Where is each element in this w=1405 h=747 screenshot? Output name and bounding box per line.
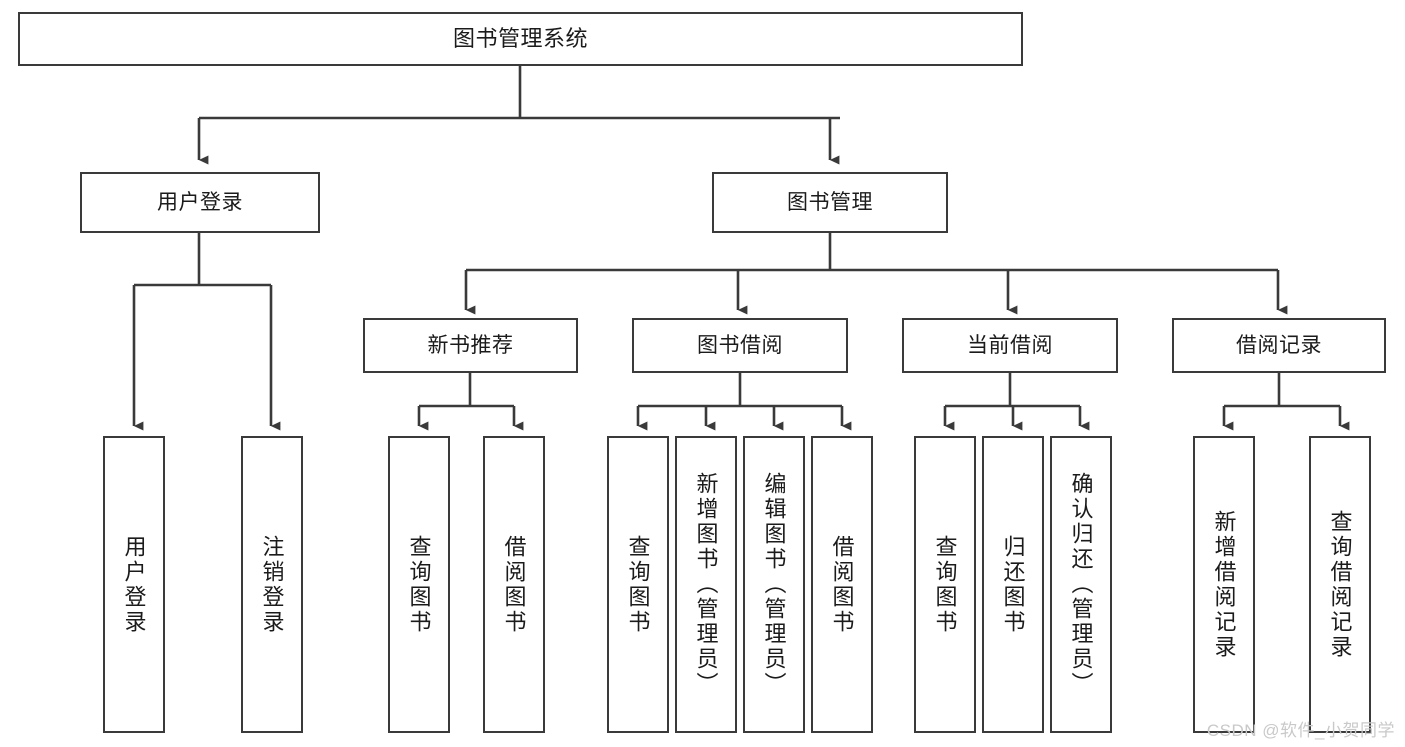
- node-label: 用户登录: [121, 534, 147, 635]
- leaf-query-book-1[interactable]: 查询图书: [388, 436, 450, 733]
- node-label: 查询图书: [932, 534, 958, 635]
- node-label: 确认归还（管理员）: [1068, 472, 1094, 697]
- leaf-add-record[interactable]: 新增借阅记录: [1193, 436, 1255, 733]
- node-label: 新增图书（管理员）: [693, 472, 719, 697]
- node-borrow-record[interactable]: 借阅记录: [1172, 318, 1386, 373]
- node-label: 借阅图书: [829, 534, 855, 635]
- node-book-borrow[interactable]: 图书借阅: [632, 318, 848, 373]
- node-label: 新增借阅记录: [1211, 509, 1237, 660]
- leaf-confirm-return[interactable]: 确认归还（管理员）: [1050, 436, 1112, 733]
- node-user-login[interactable]: 用户登录: [80, 172, 320, 233]
- leaf-return-book[interactable]: 归还图书: [982, 436, 1044, 733]
- node-label: 借阅图书: [501, 534, 527, 635]
- node-label: 借阅记录: [1236, 333, 1322, 357]
- node-book-management-system[interactable]: 图书管理系统: [18, 12, 1023, 66]
- node-new-book-recommend[interactable]: 新书推荐: [363, 318, 578, 373]
- node-label: 用户登录: [157, 190, 243, 214]
- leaf-borrow-book-1[interactable]: 借阅图书: [483, 436, 545, 733]
- node-label: 新书推荐: [427, 333, 514, 357]
- leaf-borrow-book-2[interactable]: 借阅图书: [811, 436, 873, 733]
- node-label: 查询图书: [625, 534, 651, 635]
- node-label: 当前借阅: [967, 333, 1053, 357]
- node-label: 注销登录: [259, 534, 285, 635]
- node-current-borrow[interactable]: 当前借阅: [902, 318, 1118, 373]
- leaf-query-book-2[interactable]: 查询图书: [607, 436, 669, 733]
- leaf-query-book-3[interactable]: 查询图书: [914, 436, 976, 733]
- node-label: 查询图书: [406, 534, 432, 635]
- node-label: 图书管理: [787, 190, 873, 214]
- node-label: 图书管理系统: [452, 25, 588, 51]
- leaf-query-record[interactable]: 查询借阅记录: [1309, 436, 1371, 733]
- leaf-add-book[interactable]: 新增图书（管理员）: [675, 436, 737, 733]
- node-label: 图书借阅: [697, 333, 783, 357]
- leaf-user-login[interactable]: 用户登录: [103, 436, 165, 733]
- leaf-logout[interactable]: 注销登录: [241, 436, 303, 733]
- leaf-edit-book[interactable]: 编辑图书（管理员）: [743, 436, 805, 733]
- node-label: 查询借阅记录: [1327, 509, 1353, 660]
- node-label: 编辑图书（管理员）: [761, 472, 787, 697]
- node-book-manage[interactable]: 图书管理: [712, 172, 948, 233]
- node-label: 归还图书: [1000, 534, 1026, 635]
